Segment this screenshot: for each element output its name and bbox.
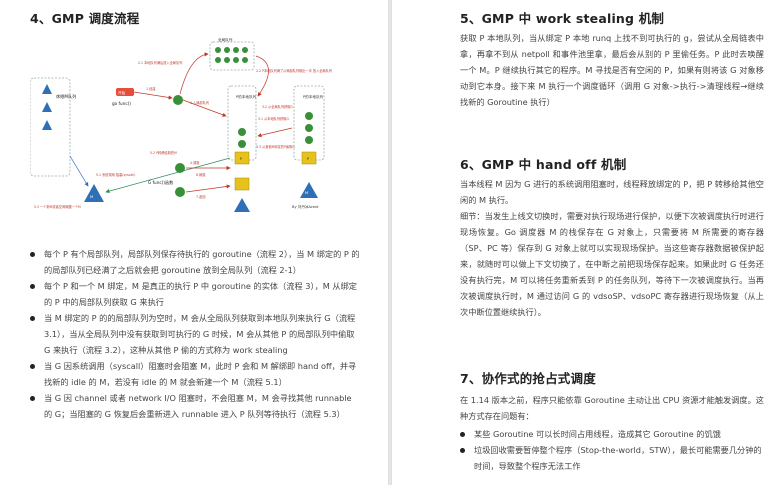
go-func-label: go func() — [112, 101, 131, 106]
g-circle-icon — [175, 187, 185, 197]
g-circle-icon — [215, 57, 221, 63]
bullet-dot — [460, 448, 465, 453]
g-circle-icon — [305, 136, 313, 144]
wake-m-arrow — [69, 155, 89, 187]
section-title-work-stealing: 5、GMP 中 work stealing 机制 — [460, 11, 665, 26]
right-page: 5、GMP 中 work stealing 机制 获取 P 本地队列，当从绑定 … — [392, 0, 780, 485]
bullet-dot — [30, 364, 35, 369]
list-item: 某些 Goroutine 可以长时间占用线程，造成其它 Goroutine 的饥… — [460, 426, 764, 442]
annotation-5-3: 5.3 一个新M或者空闲唤醒一个M — [34, 204, 81, 209]
g-circle-icon — [224, 47, 230, 53]
p-square-icon — [301, 151, 317, 165]
m-letter: M — [305, 191, 308, 195]
start-node — [116, 88, 134, 96]
annotation-3-2: 3.2 从全局队列获取G — [262, 104, 293, 109]
list-item-text: 当 M 绑定的 P 的的局部队列为空时，M 会从全局队列获取到本地队列来执行 G… — [44, 313, 356, 355]
annotation-return: 7.返回 — [196, 194, 205, 199]
diagram-author: By 刘丹冰Aceld — [292, 204, 318, 209]
list-item: 当 G 因系统调用（syscall）阻塞时会阻塞 M，此时 P 会和 M 解绑即… — [30, 358, 360, 390]
m-triangle-icon — [234, 198, 250, 212]
g-circle-icon — [233, 57, 239, 63]
annotation-3-1: 3.1 从本地队列获取G — [258, 116, 289, 121]
annotation-2-1: 2.1 本地队列满后放入全局队列 — [138, 60, 182, 65]
global-queue-label: 全局队列 — [218, 37, 233, 42]
hand-off-paragraph-1: 当本线程 M 因为 G 进行的系统调用阻塞时，线程释放绑定的 P，把 P 转移给… — [460, 179, 764, 205]
bullet-dot — [460, 432, 465, 437]
preemptive-bullet-list: 某些 Goroutine 可以长时间占用线程，造成其它 Goroutine 的饥… — [460, 426, 764, 474]
g-circle-icon — [224, 57, 230, 63]
g-circle-icon — [215, 47, 221, 53]
schedule-arrow — [105, 157, 231, 194]
bullet-dot — [30, 252, 35, 257]
list-item: 当 M 绑定的 P 的的局部队列为空时，M 会从全局队列获取到本地队列来执行 G… — [30, 310, 360, 358]
list-item-text: 每个 P 和一个 M 绑定，M 是真正的执行 P 中 goroutine 的实体… — [44, 281, 357, 307]
bullet-dot — [30, 284, 35, 289]
new-g-circle-icon — [173, 95, 183, 105]
list-item: 垃圾回收需要暂停整个程序（Stop-the-world，STW），最长可能需要几… — [460, 442, 764, 474]
section-title-gmp-flow: 4、GMP 调度流程 — [30, 11, 140, 26]
g-circle-icon — [238, 128, 246, 136]
running-g-circle-icon — [175, 163, 185, 173]
global-to-local-arrow — [255, 55, 269, 97]
g-func-label: G func()函数 — [148, 179, 174, 186]
start-label: 开始 — [118, 90, 126, 95]
m-triangle-icon — [300, 182, 318, 198]
list-item-text: 垃圾回收需要暂停整个程序（Stop-the-world，STW），最长可能需要几… — [474, 445, 762, 471]
list-item-text: 每个 P 有个局部队列，局部队列保存待执行的 goroutine（流程 2），当… — [44, 249, 360, 275]
p-letter: P — [240, 157, 243, 161]
annotation-5-1: 5.1 系统调用 阻塞(syscall) — [96, 172, 135, 177]
bullet-dot — [30, 396, 35, 401]
left-page: 4、GMP 调度流程 休眠M队列 全局队列 — [0, 0, 388, 485]
hibernating-m-label: 休眠M队列 — [56, 93, 76, 100]
list-item: 当 G 因 channel 或者 network I/O 阻塞时，不会阻塞 M，… — [30, 390, 360, 422]
list-item-text: 当 G 因 channel 或者 network I/O 阻塞时，不会阻塞 M，… — [44, 393, 352, 419]
enqueue-arrow — [182, 99, 227, 117]
gmp-scheduling-diagram: 休眠M队列 全局队列 开始 go func() P的本地队列 P — [29, 36, 350, 212]
return-arrow — [185, 184, 231, 193]
annotation-3-3: 3.3 从其他M绑定的P偷取G — [256, 144, 295, 149]
m-triangle-icon — [42, 84, 52, 94]
g-circle-icon — [238, 140, 246, 148]
list-item: 每个 P 和一个 M 绑定，M 是真正的执行 P 中 goroutine 的实体… — [30, 278, 360, 310]
work-stealing-paragraph: 获取 P 本地队列，当从绑定 P 本地 runq 上找不到可执行的 g，尝试从全… — [460, 33, 764, 107]
list-item-text: 某些 Goroutine 可以长时间占用线程，造成其它 Goroutine 的饥… — [474, 429, 721, 439]
gmp-diagram-svg: 休眠M队列 全局队列 开始 go func() P的本地队列 P — [29, 37, 332, 212]
bullet-dot — [30, 316, 35, 321]
g-circle-icon — [242, 57, 248, 63]
list-item: 每个 P 有个局部队列，局部队列保存待执行的 goroutine（流程 2），当… — [30, 246, 360, 278]
p-local-queue-1-label: P的本地队列 — [236, 94, 257, 99]
m-letter: M — [90, 195, 93, 199]
running-m-triangle-icon — [84, 184, 104, 202]
left-bullet-list: 每个 P 有个局部队列，局部队列保存待执行的 goroutine（流程 2），当… — [30, 246, 360, 422]
g-circle-icon — [242, 47, 248, 53]
list-item-text: 当 G 因系统调用（syscall）阻塞时会阻塞 M，此时 P 会和 M 解绑即… — [44, 361, 357, 387]
annotation-create: 1.创建 — [146, 86, 156, 91]
p-letter: P — [307, 157, 310, 161]
annotation-5-2: 5.2 P转移给新的M — [150, 150, 177, 155]
to-global-arrow — [179, 52, 209, 95]
g-circle-icon — [305, 124, 313, 132]
g-circle-icon — [233, 47, 239, 53]
hand-off-paragraph-2: 细节：当发生上线文切换时，需要对执行现场进行保护，以便下次被调度执行时进行现场恢… — [460, 211, 764, 317]
p-square-icon — [234, 151, 250, 165]
annotation-destroy: 6.销毁 — [196, 172, 206, 177]
steal-arrow — [257, 127, 293, 138]
section-title-hand-off: 6、GMP 中 hand off 机制 — [460, 157, 627, 172]
create-arrow — [133, 91, 173, 100]
preemptive-paragraph: 在 1.14 版本之前，程序只能依靠 Goroutine 主动让出 CPU 资源… — [460, 395, 764, 421]
global-queue-box — [209, 41, 255, 71]
p-square-icon — [234, 177, 250, 191]
annotation-2-2: 2.2 P本地队列满了从局部队列取出一半 放入全局队列 — [256, 68, 332, 73]
m-triangle-icon — [42, 102, 52, 112]
g-circle-icon — [305, 112, 313, 120]
hibernating-m-queue-box — [29, 77, 71, 177]
section-title-preemptive: 7、协作式的抢占式调度 — [460, 371, 596, 386]
annotation-enqueue: 2.入局部队列 — [190, 100, 209, 105]
m-triangle-icon — [42, 120, 52, 130]
annotation-schedule: 4.调度 — [190, 160, 200, 165]
p-local-queue-2-label: P的本地队列 — [303, 94, 324, 99]
